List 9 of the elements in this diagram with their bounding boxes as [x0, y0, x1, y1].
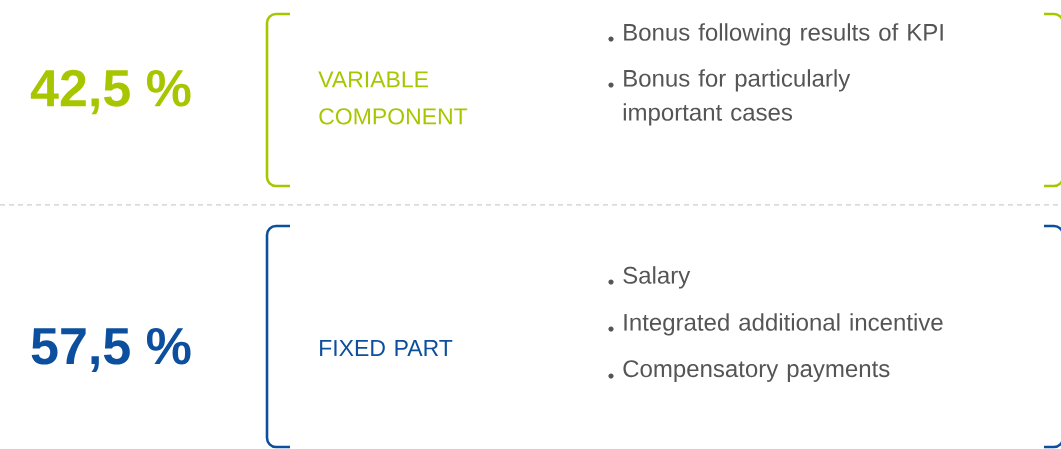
- bullet-text: Bonus for particularly important cases: [623, 69, 851, 126]
- bullet-text: Bonus following results of KPI: [624, 23, 943, 46]
- category-label: VARIABLE COMPONENT: [318, 71, 468, 125]
- bullet-text: Compensatory payments: [623, 360, 890, 382]
- percentage-value: 57,5 %: [31, 327, 191, 373]
- percentage-value: 42,5 %: [30, 69, 191, 115]
- bullet-text: Salary: [623, 266, 691, 289]
- bullet-text: Integrated additional incentive: [624, 313, 943, 336]
- category-label: FIXED PART: [320, 340, 453, 356]
